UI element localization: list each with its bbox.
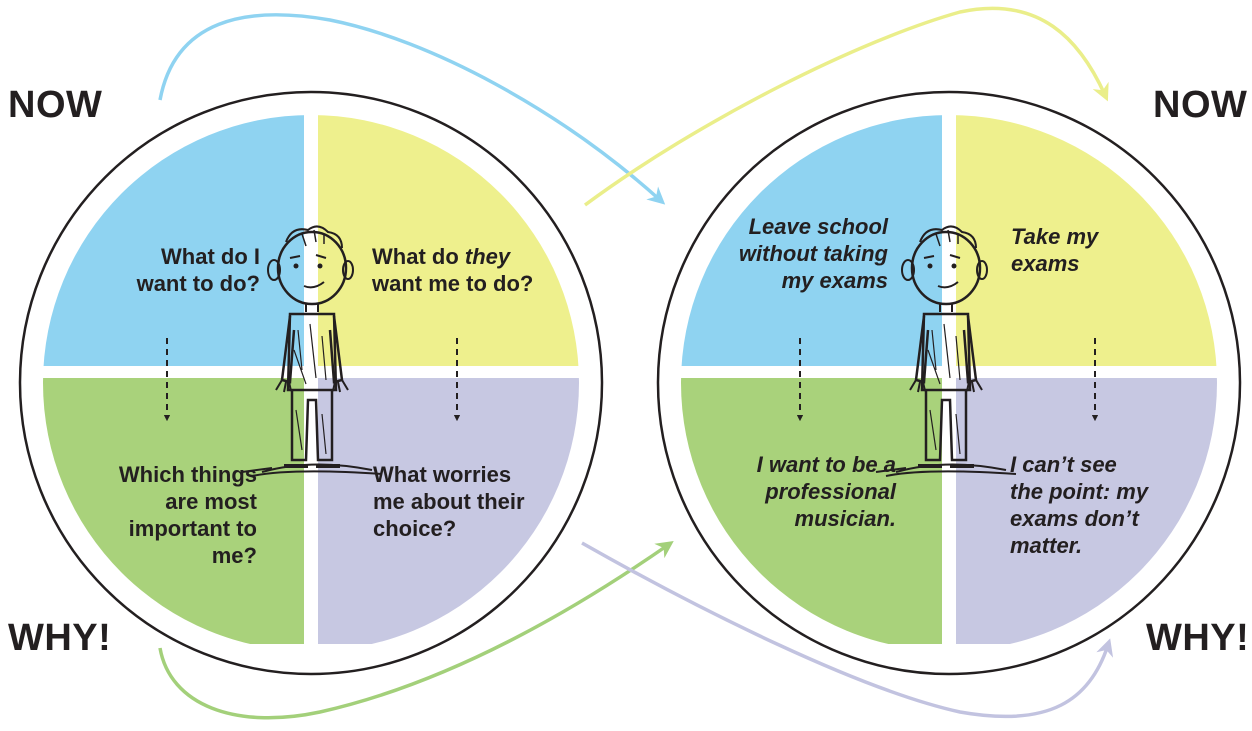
- curved-arrow-icon: [158, 541, 674, 720]
- question-important: Which things are most important to me?: [118, 462, 257, 568]
- question-they-want: What do they want me to do?: [372, 244, 534, 296]
- question-worries: What worries me about their choice?: [373, 462, 525, 541]
- left-circle: [18, 90, 604, 676]
- answer-worries: I can’t see the point: my exams don’t ma…: [1010, 452, 1149, 558]
- why-label-left: WHY!: [8, 617, 112, 659]
- right-circle: [656, 90, 1242, 676]
- curved-arrow-icon: [581, 541, 1114, 719]
- curved-arrow-icon: [583, 6, 1109, 207]
- curved-arrow-icon: [158, 13, 666, 205]
- now-label-right: NOW: [1153, 84, 1248, 126]
- answer-they-want: Take my exams: [1011, 224, 1099, 276]
- answer-want: Leave school without taking my exams: [738, 214, 888, 293]
- question-want: What do I want to do?: [136, 244, 260, 296]
- why-label-right: WHY!: [1146, 617, 1250, 659]
- answer-important: I want to be a professional musician.: [756, 452, 896, 531]
- now-label-left: NOW: [8, 84, 103, 126]
